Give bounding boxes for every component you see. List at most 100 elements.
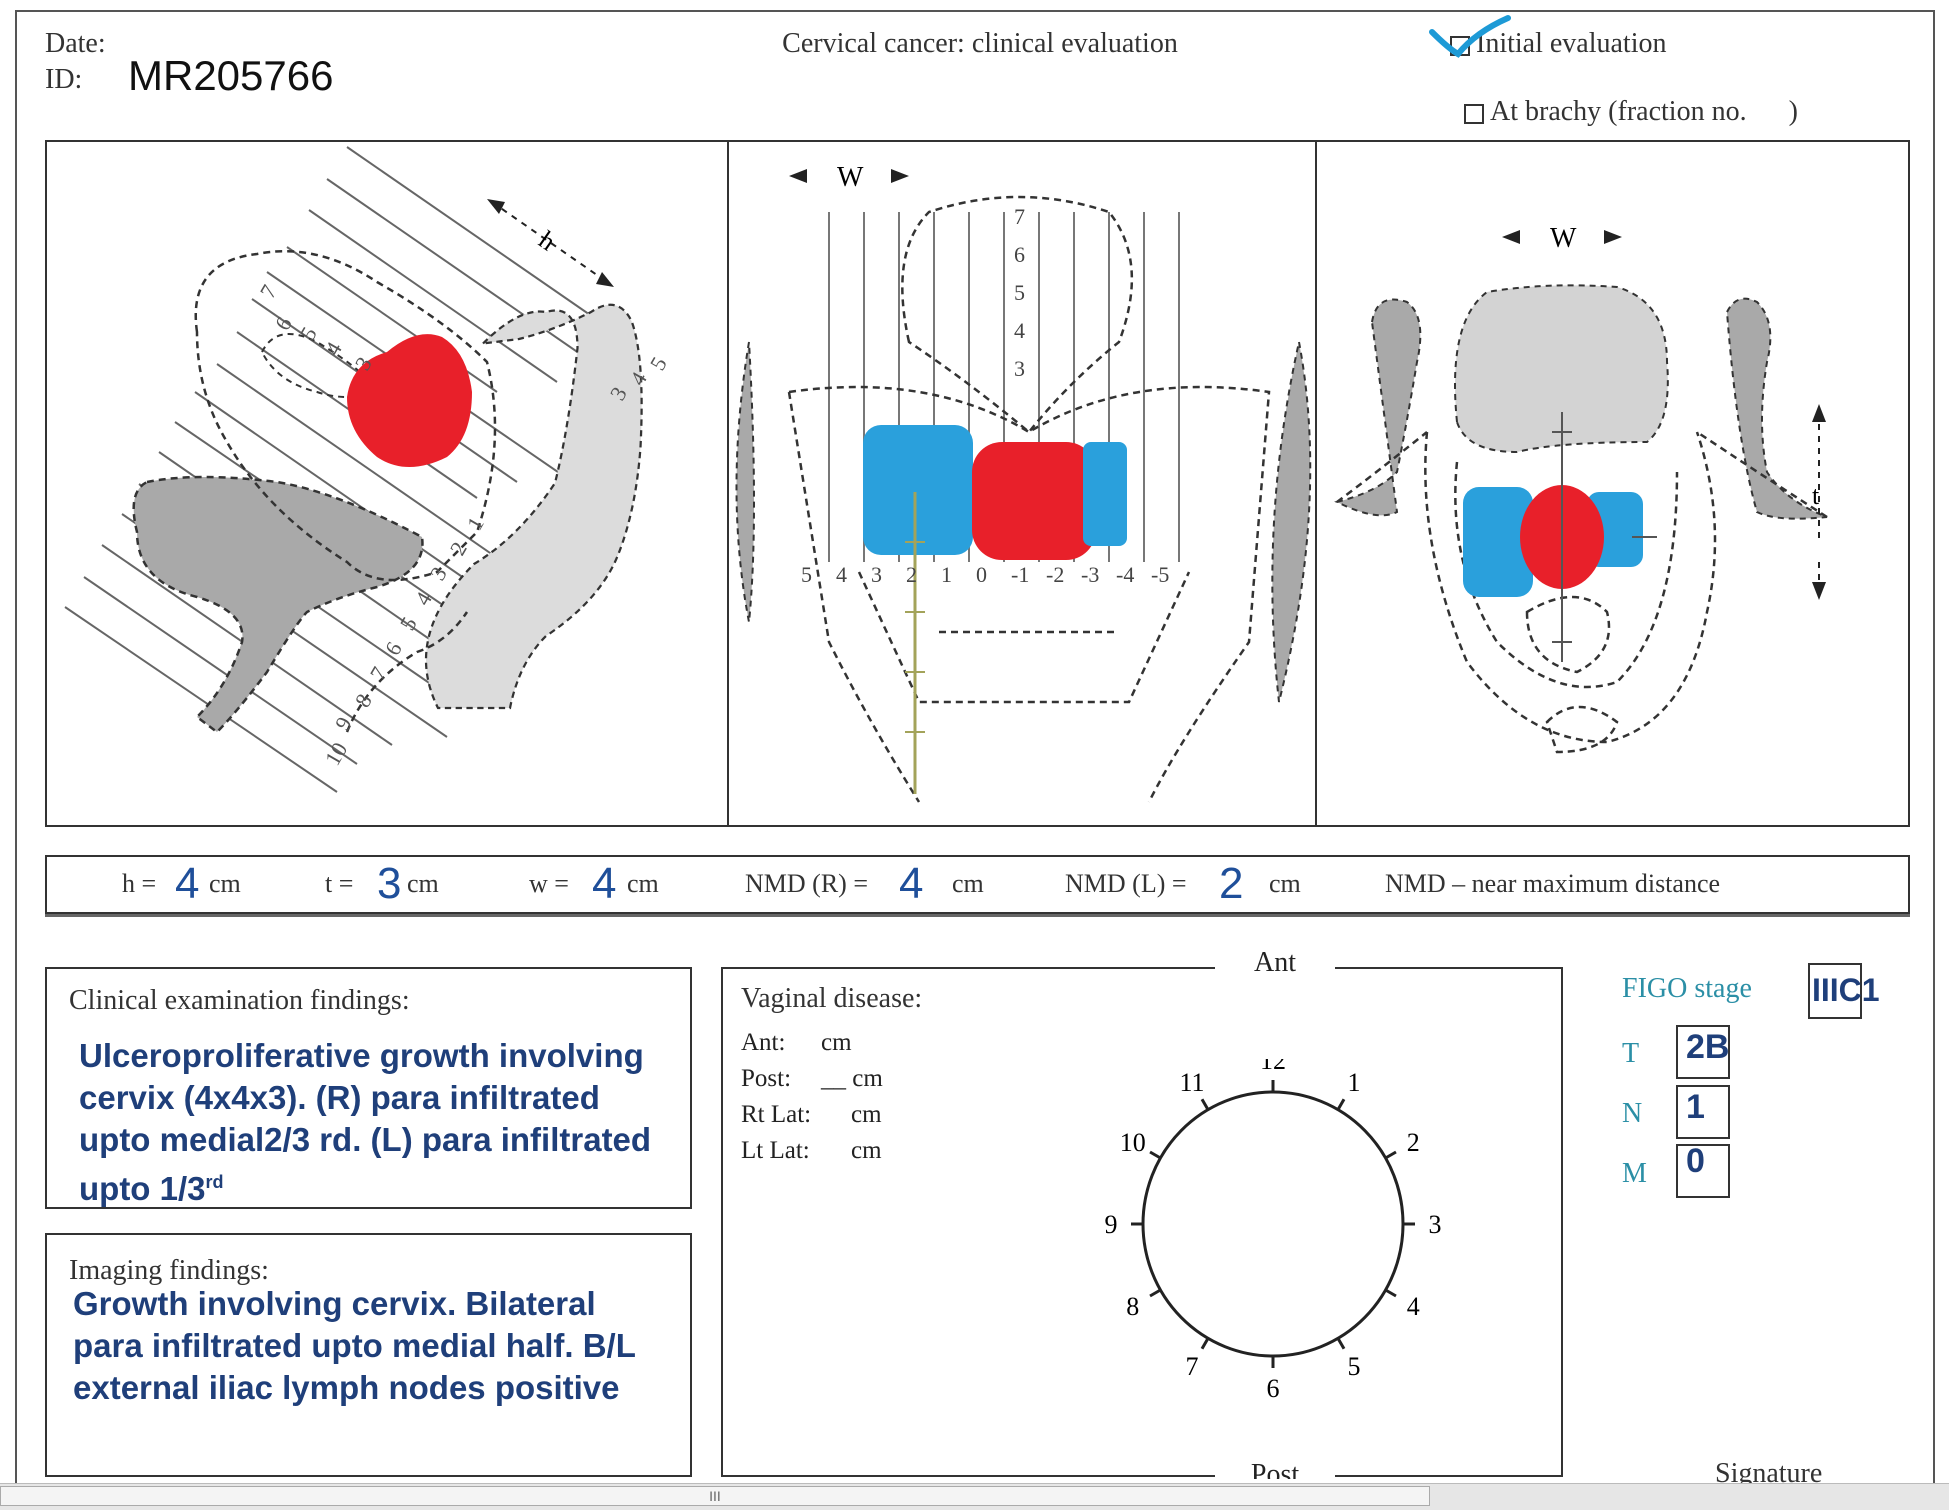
tick-label-x: 3	[871, 562, 882, 587]
row-label: Rt Lat:	[741, 1101, 812, 1128]
clock-label: 6	[1267, 1374, 1280, 1399]
tick-label-x: -2	[1046, 562, 1064, 587]
clinical-text-sup: rd	[205, 1172, 224, 1192]
nmd-r-label: NMD (R) =	[745, 869, 868, 898]
m-stage-label: M	[1622, 1158, 1647, 1189]
clock-label: 12	[1260, 1059, 1286, 1075]
option-initial-evaluation[interactable]: Initial evaluation	[1429, 15, 1667, 60]
scale-label: 7	[255, 280, 282, 302]
scale-label: 6	[380, 637, 407, 659]
ant-label: Ant	[1215, 947, 1335, 979]
form-title: Cervical cancer: clinical evaluation	[782, 28, 1178, 59]
t-value: 3	[377, 859, 402, 908]
scale-label: 7	[365, 662, 392, 684]
clock-label: 3	[1429, 1210, 1442, 1239]
row-label: Ant:	[741, 1029, 786, 1056]
clock-tick	[1149, 1288, 1162, 1298]
t-unit: cm	[407, 869, 439, 898]
tick-label-x: 4	[836, 562, 847, 587]
clinical-text-body: Ulceroproliferative growth involving cer…	[79, 1037, 652, 1207]
vaginal-row-rt-lat: Rt Lat:cm	[741, 1097, 883, 1133]
t-stage-box[interactable]: 2B	[1676, 1025, 1730, 1079]
t-stage-label: T	[1622, 1038, 1640, 1069]
sagittal-diagram: 7 6 5 4 3 1 2 3 4 5 6 7 8 9 10 3 4 5 h	[45, 140, 729, 827]
nmd-r-value: 4	[899, 859, 924, 908]
id-label: ID:	[45, 64, 83, 95]
scale-label: 6	[270, 312, 297, 334]
clock-tick	[1336, 1098, 1346, 1111]
clock-tick	[1384, 1288, 1397, 1298]
option-label: At brachy (fraction no. )	[1490, 96, 1798, 127]
t-arrow-down-icon	[1812, 582, 1826, 600]
form-frame	[15, 10, 1935, 1492]
h-label: h =	[122, 869, 157, 898]
clock-label: 5	[1348, 1352, 1361, 1381]
row-label: Post:	[741, 1065, 792, 1092]
clock-tick	[1200, 1098, 1210, 1111]
tick-label-x: -3	[1081, 562, 1099, 587]
scale-label: 5	[645, 352, 672, 374]
w-label: W	[837, 162, 864, 193]
clock-label: 8	[1126, 1292, 1139, 1321]
tick-label-x: -1	[1011, 562, 1029, 587]
w-unit: cm	[627, 869, 659, 898]
nmd-l-unit: cm	[1269, 869, 1301, 898]
vaginal-rows: Ant:cm Post: __ cm Rt Lat:cm Lt Lat:cm	[741, 1025, 883, 1169]
clock-label: 1	[1348, 1068, 1361, 1097]
clock-label: 11	[1179, 1068, 1204, 1097]
w-label: W	[1550, 223, 1577, 254]
date-label: Date:	[45, 28, 106, 59]
clinical-heading: Clinical examination findings:	[69, 985, 410, 1016]
m-stage-box[interactable]: 0	[1676, 1144, 1730, 1198]
vaginal-row-lt-lat: Lt Lat:cm	[741, 1133, 883, 1169]
clock-circle	[1141, 1090, 1405, 1358]
scale-label: 5	[395, 612, 422, 634]
clinical-findings-box: Clinical examination findings: Ulceropro…	[45, 967, 692, 1209]
t-arrow-up-icon	[1812, 404, 1826, 422]
imaging-findings-box: Imaging findings: Growth involving cervi…	[45, 1233, 692, 1477]
scrollbar-thumb[interactable]: III	[0, 1486, 1430, 1506]
imaging-heading: Imaging findings:	[69, 1255, 269, 1286]
imaging-text: Growth involving cervix. Bilateral para …	[73, 1285, 636, 1406]
h-unit: cm	[209, 869, 241, 898]
clock-tick	[1200, 1337, 1210, 1350]
clock-tick	[1336, 1337, 1346, 1350]
w-arrow-left-icon	[789, 169, 807, 183]
horizontal-scrollbar[interactable]: III	[0, 1483, 1949, 1510]
tick-label-x: 2	[906, 562, 917, 587]
vaginal-disease-box: Vaginal disease: Ant:cm Post: __ cm Rt La…	[721, 947, 1563, 1479]
t-label: t =	[325, 869, 354, 898]
axial-diagram: W t	[1315, 140, 1910, 827]
tick-label-y: 6	[1014, 242, 1025, 267]
vaginal-heading: Vaginal disease:	[741, 983, 923, 1014]
tick-label-y: 3	[1014, 356, 1025, 381]
n-stage-box[interactable]: 1	[1676, 1085, 1730, 1139]
nmd-legend: NMD – near maximum distance	[1385, 869, 1721, 898]
tick-label-x: 5	[801, 562, 812, 587]
post-label: Post	[1215, 1459, 1335, 1479]
checkbox-brachy[interactable]	[1464, 103, 1484, 124]
scale-label: 2	[445, 537, 472, 559]
tick-label-x: 0	[976, 562, 987, 587]
figo-stage-box[interactable]	[1808, 963, 1862, 1019]
nmd-l-value: 2	[1219, 859, 1244, 908]
clock-tick	[1384, 1150, 1397, 1160]
nmd-r-unit: cm	[952, 869, 984, 898]
w-label: w =	[529, 869, 569, 898]
row-value: __ cm	[821, 1065, 883, 1092]
scale-label: 9	[330, 712, 357, 734]
option-at-brachy[interactable]: At brachy (fraction no. )	[1450, 64, 1798, 128]
vaginal-row-ant: Ant:cm	[741, 1025, 883, 1061]
tick-label-x: -4	[1116, 562, 1134, 587]
n-stage-label: N	[1622, 1098, 1643, 1129]
clock-label: 7	[1186, 1352, 1199, 1381]
clock-label: 9	[1105, 1210, 1118, 1239]
tick-label-y: 7	[1014, 204, 1025, 229]
clinical-text: Ulceroproliferative growth involving cer…	[79, 1035, 679, 1210]
scale-label: 1	[462, 512, 489, 534]
tick-label-x: -5	[1151, 562, 1169, 587]
w-arrow-right-icon	[891, 169, 909, 183]
